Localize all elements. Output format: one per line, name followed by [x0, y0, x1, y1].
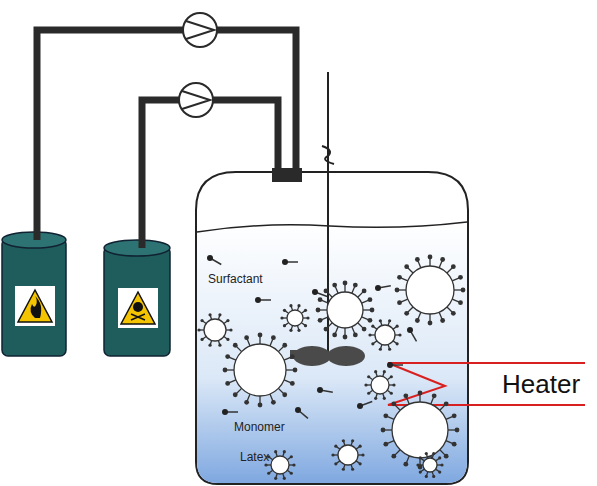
- component-label: Monomer: [234, 420, 285, 434]
- pipe-inlet: [272, 168, 302, 182]
- drum: [104, 240, 170, 356]
- liquid: [197, 222, 467, 483]
- heater-label: Heater: [500, 369, 582, 400]
- surfactant-molecules: [207, 255, 417, 418]
- liquid-surface: [197, 222, 467, 232]
- reactor-vessel: SurfactantMonomerLatex: [196, 172, 468, 484]
- component-label: Surfactant: [208, 272, 263, 286]
- pump-symbol: [183, 13, 217, 47]
- component-label: Latex: [240, 450, 269, 464]
- pipe: [37, 30, 296, 240]
- pipe: [142, 100, 278, 248]
- reactor-vessel: [196, 172, 468, 484]
- latex-particles: [197, 255, 465, 480]
- heater-coil: [388, 363, 585, 405]
- drum: [2, 232, 66, 356]
- pump-symbol: [179, 83, 213, 117]
